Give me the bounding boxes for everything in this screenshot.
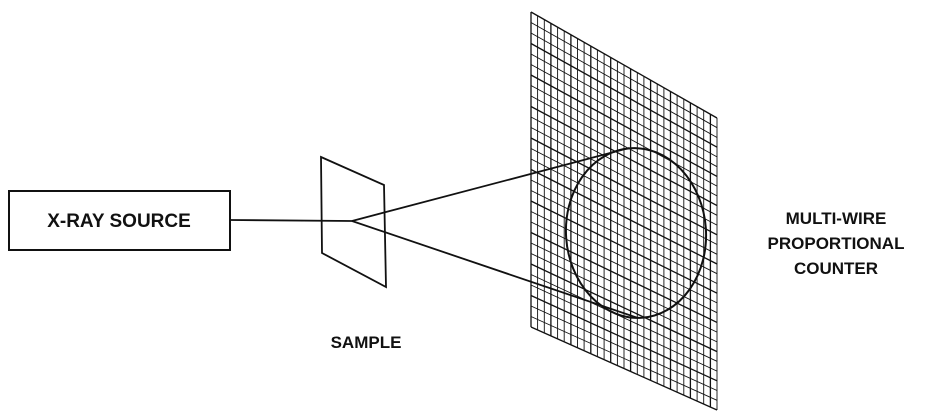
diffracted-ray-upper xyxy=(351,147,630,222)
diffracted-ray-lower xyxy=(351,220,639,319)
sample-plate xyxy=(320,155,387,289)
detector-wire-horizontal xyxy=(530,116,718,216)
detector-wire-horizontal xyxy=(530,95,718,197)
detector-wire-horizontal xyxy=(530,22,718,129)
detector-wire-horizontal xyxy=(530,32,718,138)
detector-wire-horizontal xyxy=(530,105,718,207)
detector-wire-horizontal xyxy=(530,11,718,119)
detector-wire-horizontal xyxy=(530,168,718,265)
detector-wire-horizontal xyxy=(530,326,718,411)
detector-label-line2: PROPORTIONAL xyxy=(768,234,905,253)
detector-wire-horizontal xyxy=(530,158,718,255)
detector-wire-horizontal xyxy=(530,274,718,362)
detector-wire-horizontal xyxy=(530,190,718,284)
xray-source: X-RAY SOURCE xyxy=(8,190,231,251)
detector-wire-horizontal xyxy=(530,221,718,314)
sample: SAMPLE xyxy=(320,155,402,352)
detector-wire-horizontal xyxy=(530,316,718,401)
detector-wire-horizontal xyxy=(530,284,718,372)
detector-wire-horizontal xyxy=(530,53,718,158)
detector-wire-horizontal xyxy=(530,127,718,226)
detector-wire-horizontal xyxy=(530,200,718,294)
detector-grid xyxy=(530,11,718,411)
detector-label-line3: COUNTER xyxy=(794,259,878,278)
diffraction-ring xyxy=(564,147,708,319)
detector-wire-horizontal xyxy=(530,263,718,353)
detector-wire-horizontal xyxy=(530,242,718,333)
detector-wire-horizontal xyxy=(530,211,718,304)
detector-label: MULTI-WIRE PROPORTIONAL COUNTER xyxy=(768,209,905,278)
detector-wire-horizontal xyxy=(530,85,718,187)
detector-wire-horizontal xyxy=(530,179,718,275)
detector-wire-horizontal xyxy=(530,253,718,343)
detector-wire-horizontal xyxy=(530,305,718,391)
sample-label: SAMPLE xyxy=(331,333,402,352)
detector-wire-horizontal xyxy=(530,42,718,148)
detector-wire-horizontal xyxy=(530,64,718,168)
detector-wire-horizontal xyxy=(530,294,718,382)
diffraction-cone xyxy=(351,147,708,319)
xray-source-label: X-RAY SOURCE xyxy=(47,211,191,232)
detector-label-line1: MULTI-WIRE xyxy=(786,209,887,228)
detector-wire-horizontal xyxy=(530,137,718,236)
incident-beam xyxy=(229,219,353,222)
detector-wire-horizontal xyxy=(530,74,718,177)
detector-wire-horizontal xyxy=(530,231,718,323)
detector-wire-horizontal xyxy=(530,148,718,245)
